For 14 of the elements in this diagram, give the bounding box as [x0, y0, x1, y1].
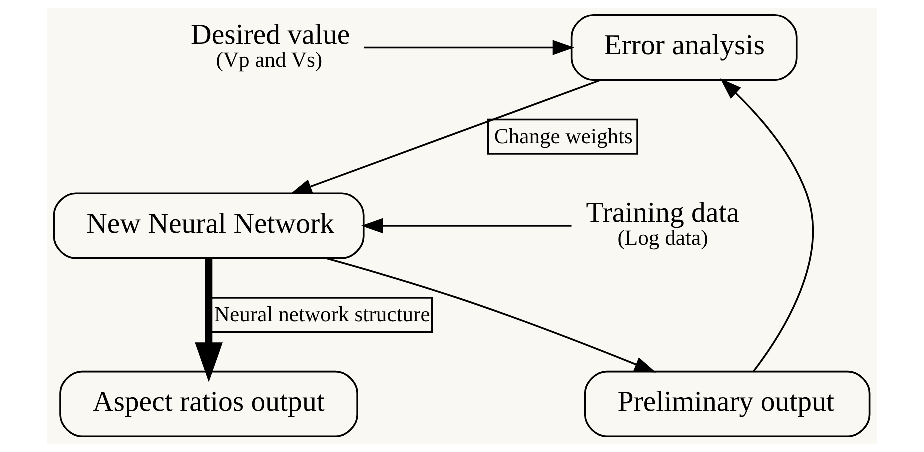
node-box: Error analysis [570, 14, 798, 82]
node-box: Preliminary output [584, 370, 871, 438]
arrow [720, 78, 814, 372]
arrow [290, 79, 602, 194]
edge-label: Change weights [494, 124, 633, 148]
node-text: Training data (Log data) [586, 197, 740, 250]
arrow [364, 40, 574, 56]
arrow [326, 258, 656, 373]
node-box: New Neural Network [53, 192, 365, 260]
edge-label: Neural network structure [214, 302, 430, 327]
arrow [361, 218, 572, 234]
node-text: Desired value (Vp and Vs) [191, 18, 350, 72]
node-box: Aspect ratios output [60, 370, 358, 438]
arrow [195, 259, 223, 382]
